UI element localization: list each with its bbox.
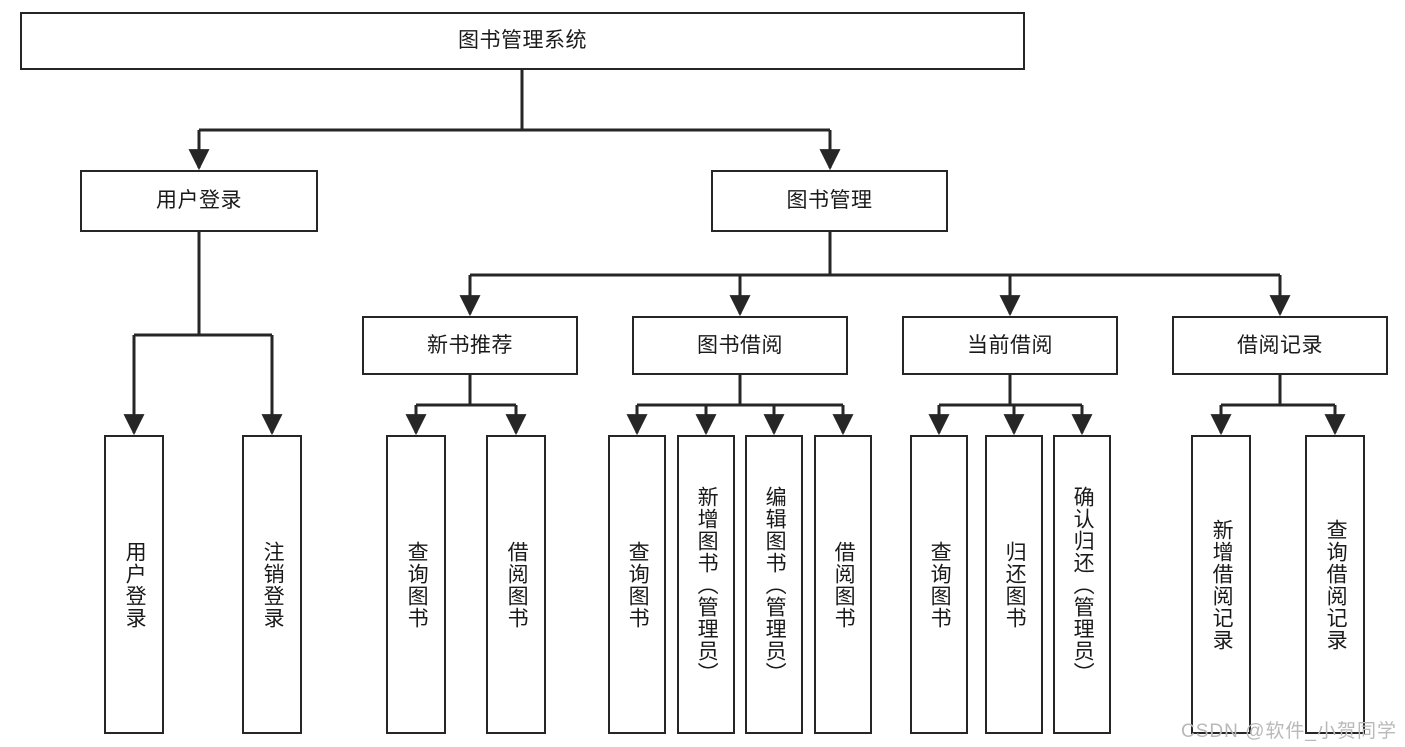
node-book-borrow-label: 图书借阅 [697, 333, 783, 357]
node-borrow-record-label: 借阅记录 [1237, 333, 1323, 357]
node-root[interactable]: 图书管理系统 [20, 12, 1025, 70]
node-leaf-query-book-recommend[interactable]: 查询图书 [386, 435, 446, 734]
node-leaf-query-book-borrow-label: 查询图书 [626, 540, 650, 629]
node-user-login[interactable]: 用户登录 [80, 170, 318, 232]
node-leaf-edit-book-admin-label: 编辑图书（管理员） [763, 485, 787, 684]
node-leaf-borrow-book-recommend-label: 借阅图书 [505, 540, 529, 629]
node-book-management-label: 图书管理 [786, 189, 873, 213]
node-book-management[interactable]: 图书管理 [711, 170, 948, 232]
node-user-login-label: 用户登录 [156, 189, 242, 213]
node-new-book-recommend-label: 新书推荐 [427, 333, 513, 357]
node-leaf-user-login[interactable]: 用户登录 [104, 435, 164, 734]
node-leaf-add-borrow-record[interactable]: 新增借阅记录 [1191, 435, 1251, 734]
watermark-text: CSDN @软件_小贺同学 [1181, 721, 1397, 742]
node-leaf-query-book-recommend-label: 查询图书 [405, 540, 429, 629]
node-leaf-user-logout[interactable]: 注销登录 [242, 435, 302, 734]
node-leaf-query-borrow-record[interactable]: 查询借阅记录 [1305, 435, 1365, 734]
node-leaf-edit-book-admin[interactable]: 编辑图书（管理员） [745, 435, 803, 734]
node-new-book-recommend[interactable]: 新书推荐 [362, 316, 578, 375]
node-leaf-confirm-return-admin[interactable]: 确认归还（管理员） [1053, 435, 1111, 734]
node-borrow-record[interactable]: 借阅记录 [1172, 316, 1388, 375]
node-leaf-query-book-current-label: 查询图书 [928, 540, 952, 629]
node-leaf-user-logout-label: 注销登录 [261, 540, 285, 629]
node-leaf-borrow-book-recommend[interactable]: 借阅图书 [486, 435, 546, 734]
node-leaf-add-book-admin-label: 新增图书（管理员） [695, 485, 719, 684]
node-leaf-query-book-current[interactable]: 查询图书 [910, 435, 968, 734]
node-leaf-query-book-borrow[interactable]: 查询图书 [608, 435, 666, 734]
node-leaf-return-book-label: 归还图书 [1003, 540, 1027, 629]
node-leaf-add-borrow-record-label: 新增借阅记录 [1210, 518, 1234, 651]
node-current-borrow[interactable]: 当前借阅 [902, 316, 1118, 375]
node-leaf-query-borrow-record-label: 查询借阅记录 [1324, 518, 1348, 651]
node-leaf-return-book[interactable]: 归还图书 [985, 435, 1043, 734]
node-leaf-user-login-label: 用户登录 [123, 540, 147, 629]
node-current-borrow-label: 当前借阅 [967, 333, 1053, 357]
node-book-borrow[interactable]: 图书借阅 [632, 316, 848, 375]
node-leaf-borrow-book[interactable]: 借阅图书 [814, 435, 872, 734]
node-leaf-add-book-admin[interactable]: 新增图书（管理员） [677, 435, 735, 734]
node-root-label: 图书管理系统 [458, 29, 587, 53]
node-leaf-borrow-book-label: 借阅图书 [832, 540, 856, 629]
node-leaf-confirm-return-admin-label: 确认归还（管理员） [1071, 485, 1095, 684]
